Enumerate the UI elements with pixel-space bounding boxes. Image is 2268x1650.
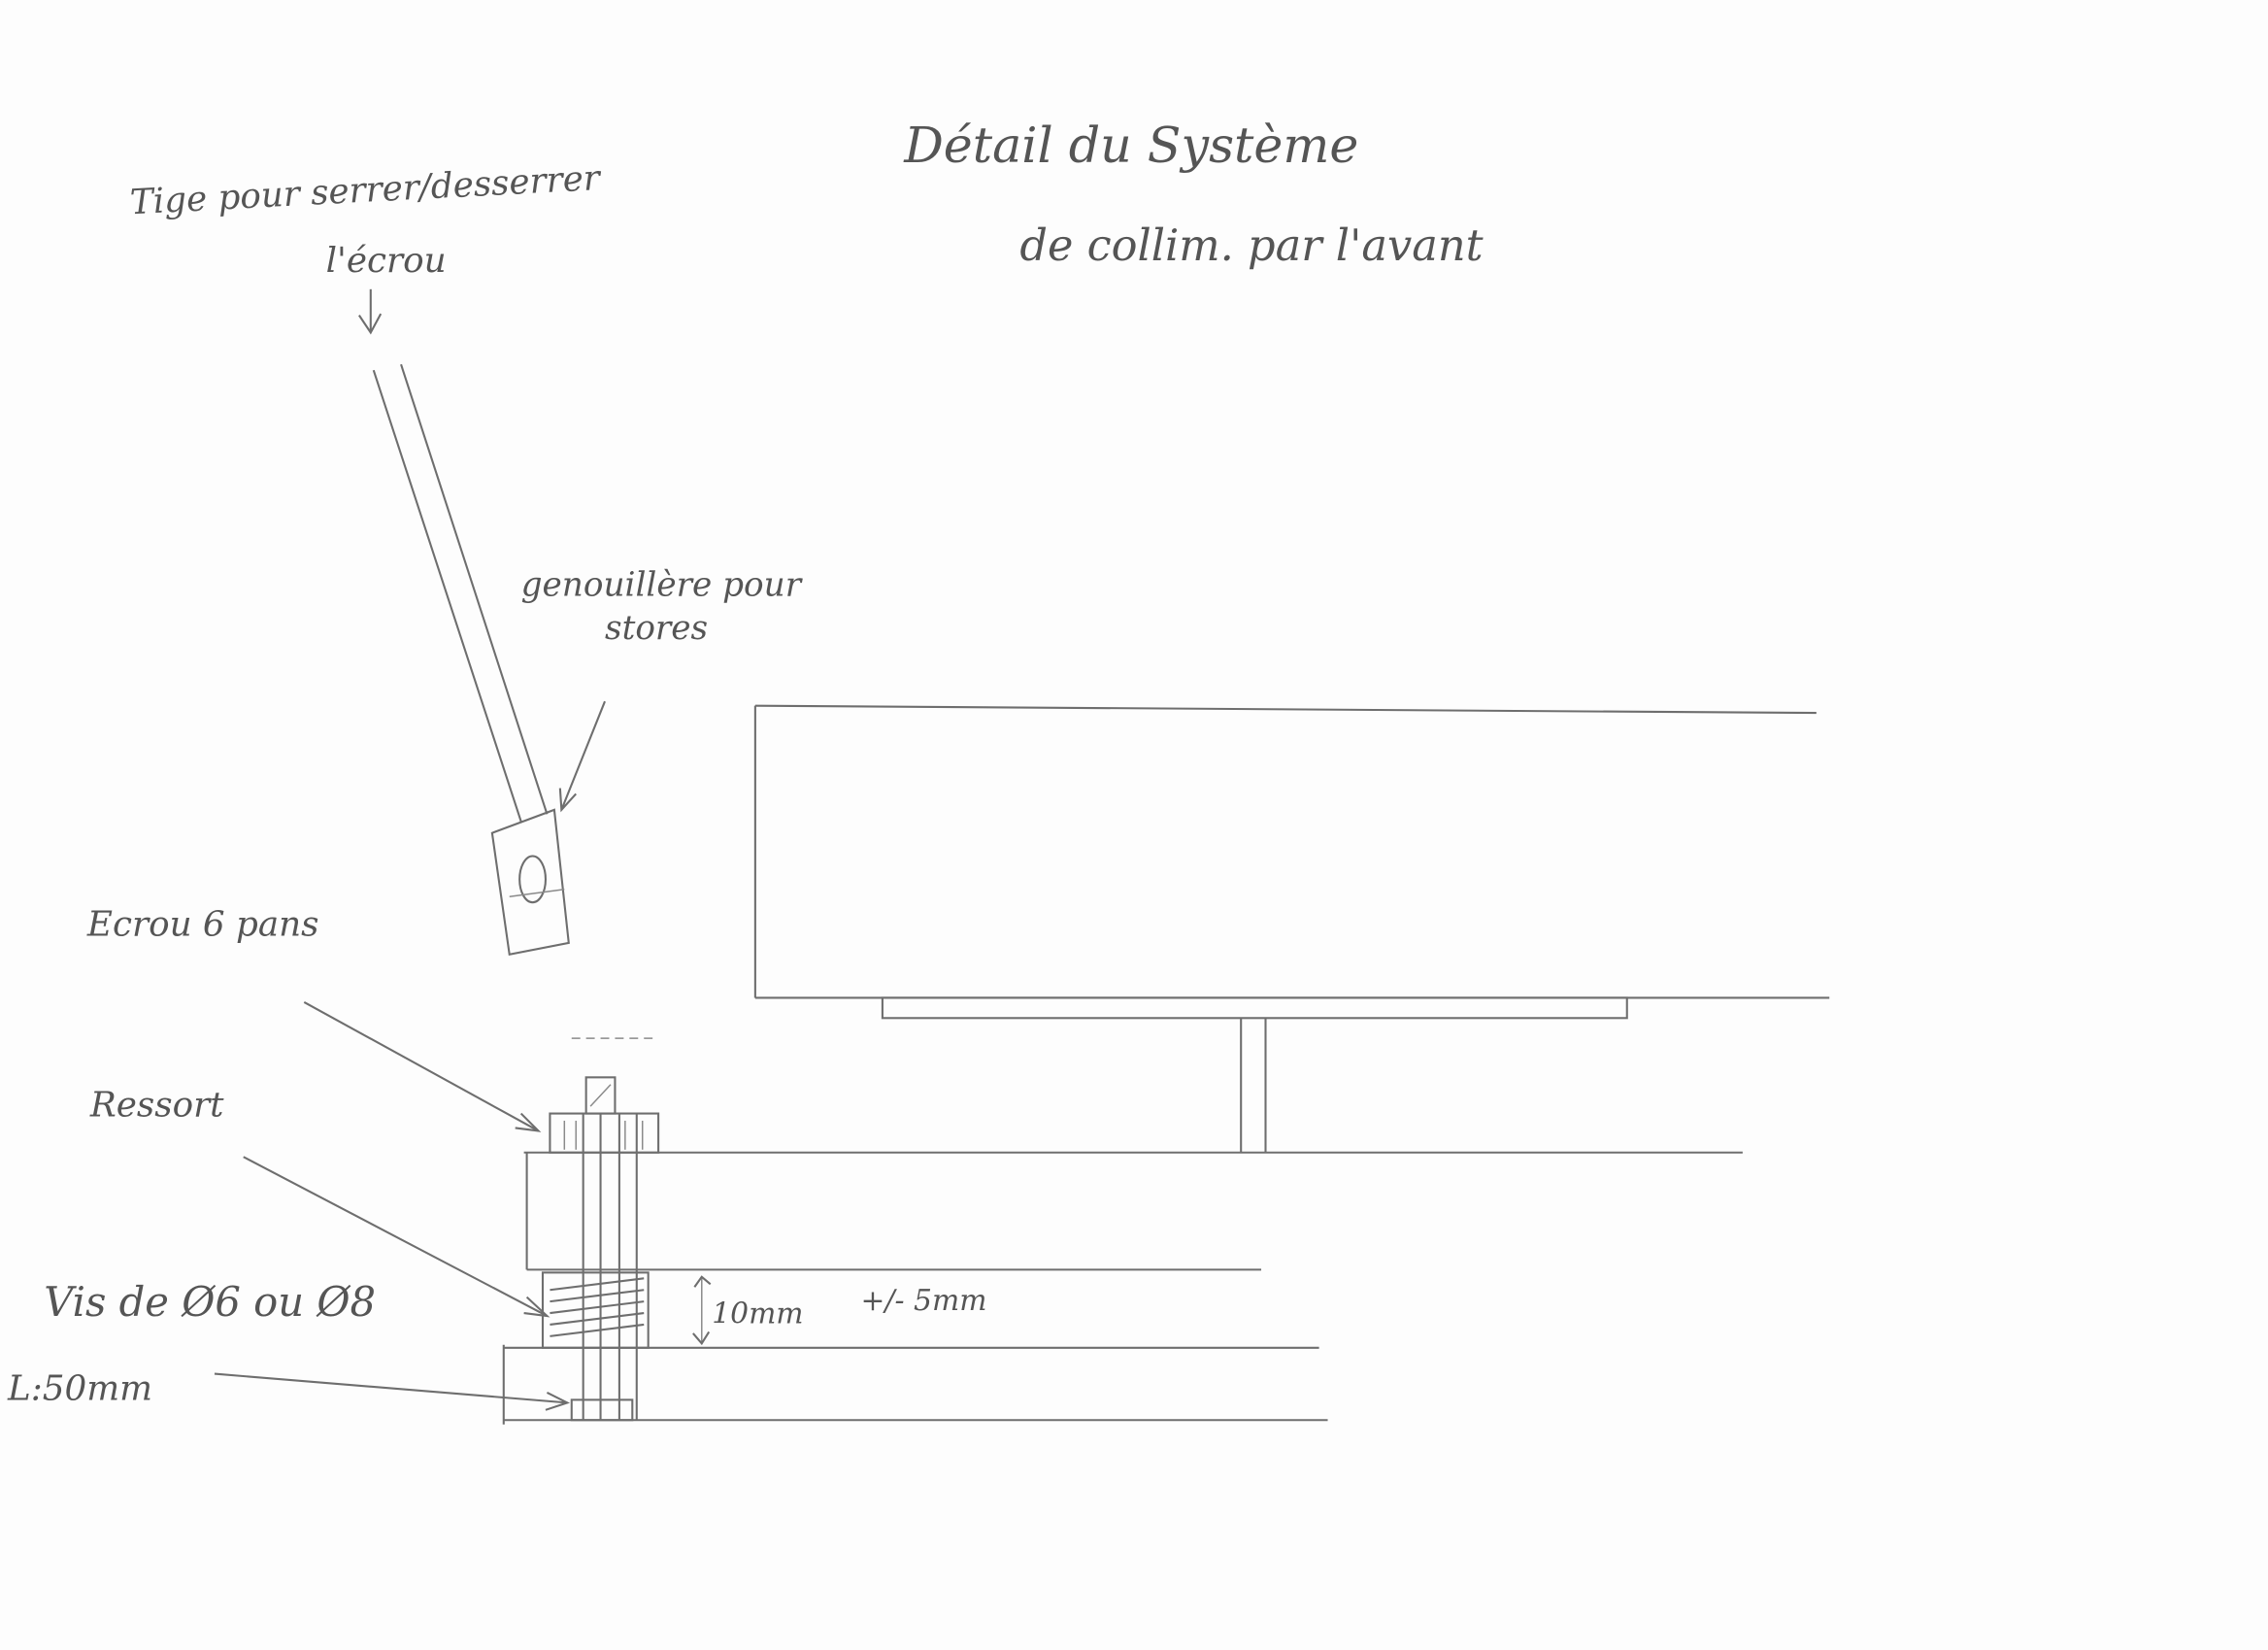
arrow-genouillere (558, 700, 606, 813)
label-tolerance: +/- 5mm (861, 1284, 987, 1318)
screw (549, 1037, 660, 1422)
dimension-arrows (692, 1275, 712, 1346)
label-longueur: L:50mm (7, 1368, 152, 1408)
label-vis: Vis de Ø6 ou Ø8 (44, 1278, 376, 1326)
spring (541, 1271, 650, 1349)
rod (372, 363, 549, 823)
knee-joint (490, 808, 570, 957)
label-ecrou: Ecrou 6 pans (86, 904, 319, 944)
title-line-1: Détail du Système (903, 117, 1358, 174)
label-genouillere: genouillère pour (521, 565, 804, 604)
lower-plate (502, 1344, 1328, 1425)
arrow-ressort (243, 1156, 550, 1318)
arrow-ecrou (303, 1000, 542, 1132)
arrow-vis (214, 1372, 571, 1411)
middle-plate (523, 1151, 1743, 1271)
arrow-tige (358, 288, 383, 335)
upper-block (753, 704, 1830, 1153)
label-tige: Tige pour serrer/desserrer (129, 158, 603, 222)
label-tige-ecrou: l'écrou (326, 241, 447, 281)
label-spacing: 10mm (712, 1296, 803, 1330)
label-stores: stores (605, 609, 708, 648)
label-ressort: Ressort (89, 1086, 224, 1126)
title-line-2: de collim. par l'avant (1019, 220, 1484, 271)
